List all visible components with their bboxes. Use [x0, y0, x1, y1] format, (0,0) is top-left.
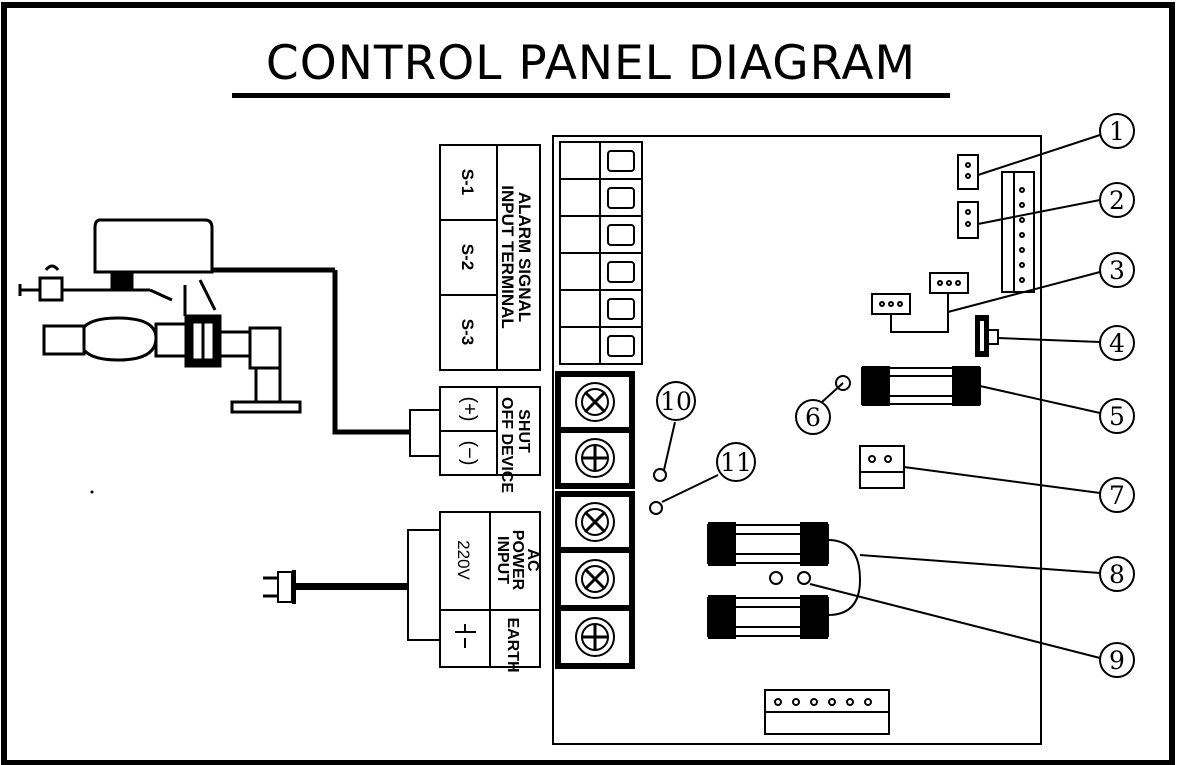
stray-dot — [90, 490, 94, 494]
earth-ground-icon — [455, 624, 476, 648]
callout-8: 8 — [1099, 556, 1135, 592]
screw-terminal-strip — [555, 371, 635, 669]
motorized-valve — [18, 218, 335, 414]
callout-leaders — [661, 134, 1101, 659]
led-9a — [769, 571, 783, 585]
callout-label: 6 — [805, 403, 821, 432]
callout-label: 10 — [660, 387, 692, 416]
led-9b — [797, 571, 811, 585]
power-heading-line2: POWER — [509, 530, 526, 591]
callout-10: 10 — [656, 381, 696, 421]
callout-label: 11 — [720, 448, 752, 477]
indicator-strip — [559, 141, 643, 365]
power-earth-label: EARTH — [504, 617, 521, 672]
callout-4: 4 — [1099, 325, 1135, 361]
circuit-board — [552, 135, 1042, 745]
callout-1: 1 — [1099, 113, 1135, 149]
shutoff-terminal-minus: (−) — [458, 441, 480, 466]
callout-label: 7 — [1109, 481, 1125, 510]
power-heading-line1: AC — [524, 548, 541, 572]
callout-label: 8 — [1109, 560, 1125, 589]
callout-label: 9 — [1109, 646, 1125, 675]
led-10 — [653, 468, 667, 482]
shutoff-heading-line2: OFF DEVICE — [498, 397, 515, 493]
alarm-terminal-block: ALARM SIGNAL INPUT TERMINAL S-1 S-2 S-3 — [439, 144, 541, 371]
power-heading-line3: INPUT — [494, 536, 511, 584]
callout-5: 5 — [1099, 398, 1135, 434]
callout-label: 4 — [1109, 329, 1125, 358]
alarm-heading-line1: ALARM SIGNAL — [515, 192, 534, 322]
shutoff-terminal-block: SHUT OFF DEVICE (+) (−) — [409, 386, 541, 493]
led-11 — [649, 501, 663, 515]
alarm-heading-line2: INPUT TERMINAL — [498, 185, 517, 329]
callout-7: 7 — [1099, 477, 1135, 513]
callout-11: 11 — [716, 442, 756, 482]
jumper-2 — [957, 201, 979, 239]
shutoff-terminal-plus: (+) — [458, 397, 480, 422]
jumper-4 — [975, 315, 999, 357]
callout-6: 6 — [795, 399, 831, 435]
jumper-3 — [871, 272, 969, 333]
valve-cable — [332, 270, 410, 435]
fuse-8 — [707, 522, 862, 639]
callout-label: 3 — [1109, 256, 1125, 285]
power-plug-icon — [263, 570, 408, 604]
title-underline — [232, 93, 950, 98]
callout-label: 2 — [1109, 186, 1125, 215]
callout-3: 3 — [1099, 252, 1135, 288]
callout-label: 1 — [1109, 117, 1125, 146]
power-voltage-label: 220V — [454, 540, 473, 580]
callout-2: 2 — [1099, 182, 1135, 218]
fuse-5 — [861, 366, 981, 406]
shutoff-heading-line1: SHUT — [515, 409, 532, 453]
bottom-connector — [764, 689, 890, 735]
connector-7 — [859, 445, 905, 489]
diagram-title: CONTROL PANEL DIAGRAM — [265, 36, 917, 91]
alarm-terminal-s1: S-1 — [458, 169, 477, 195]
alarm-terminal-s3: S-3 — [458, 319, 477, 345]
jumper-1 — [957, 154, 979, 190]
callout-9: 9 — [1099, 642, 1135, 678]
pin-header — [1001, 171, 1035, 293]
callout-label: 5 — [1109, 402, 1125, 431]
alarm-terminal-s2: S-2 — [458, 244, 477, 270]
power-terminal-block: AC POWER INPUT 220V EARTH — [407, 511, 541, 673]
